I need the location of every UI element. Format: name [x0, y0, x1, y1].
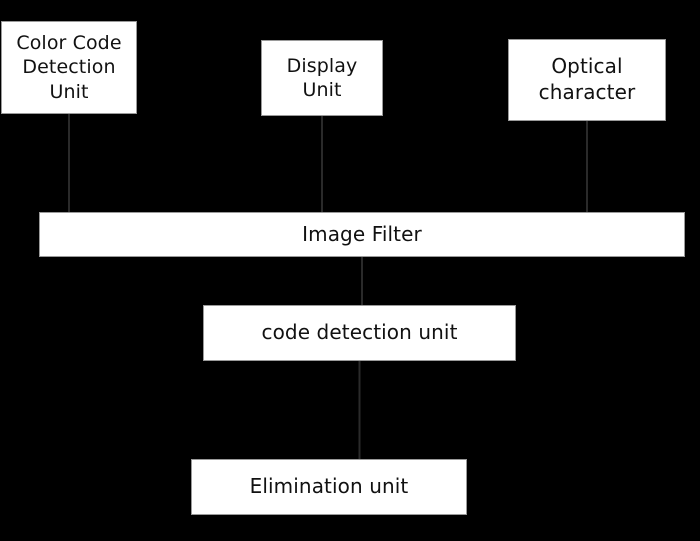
image-filter-label: Image Filter	[302, 221, 422, 246]
code-detection-unit-box: code detection unit	[203, 305, 516, 361]
color-code-detection-unit-label: Color Code Detection Unit	[16, 32, 122, 103]
optical-character-box: Optical character	[508, 39, 666, 121]
optical-character-label: Optical character	[538, 54, 636, 104]
display-unit-box: Display Unit	[261, 40, 383, 116]
elimination-unit-box: Elimination unit	[191, 459, 467, 515]
color-code-detection-unit-box: Color Code Detection Unit	[1, 21, 137, 114]
elimination-unit-label: Elimination unit	[249, 474, 409, 499]
image-filter-box: Image Filter	[39, 212, 685, 257]
display-unit-label: Display Unit	[286, 54, 358, 101]
code-detection-unit-label: code detection unit	[261, 320, 458, 345]
